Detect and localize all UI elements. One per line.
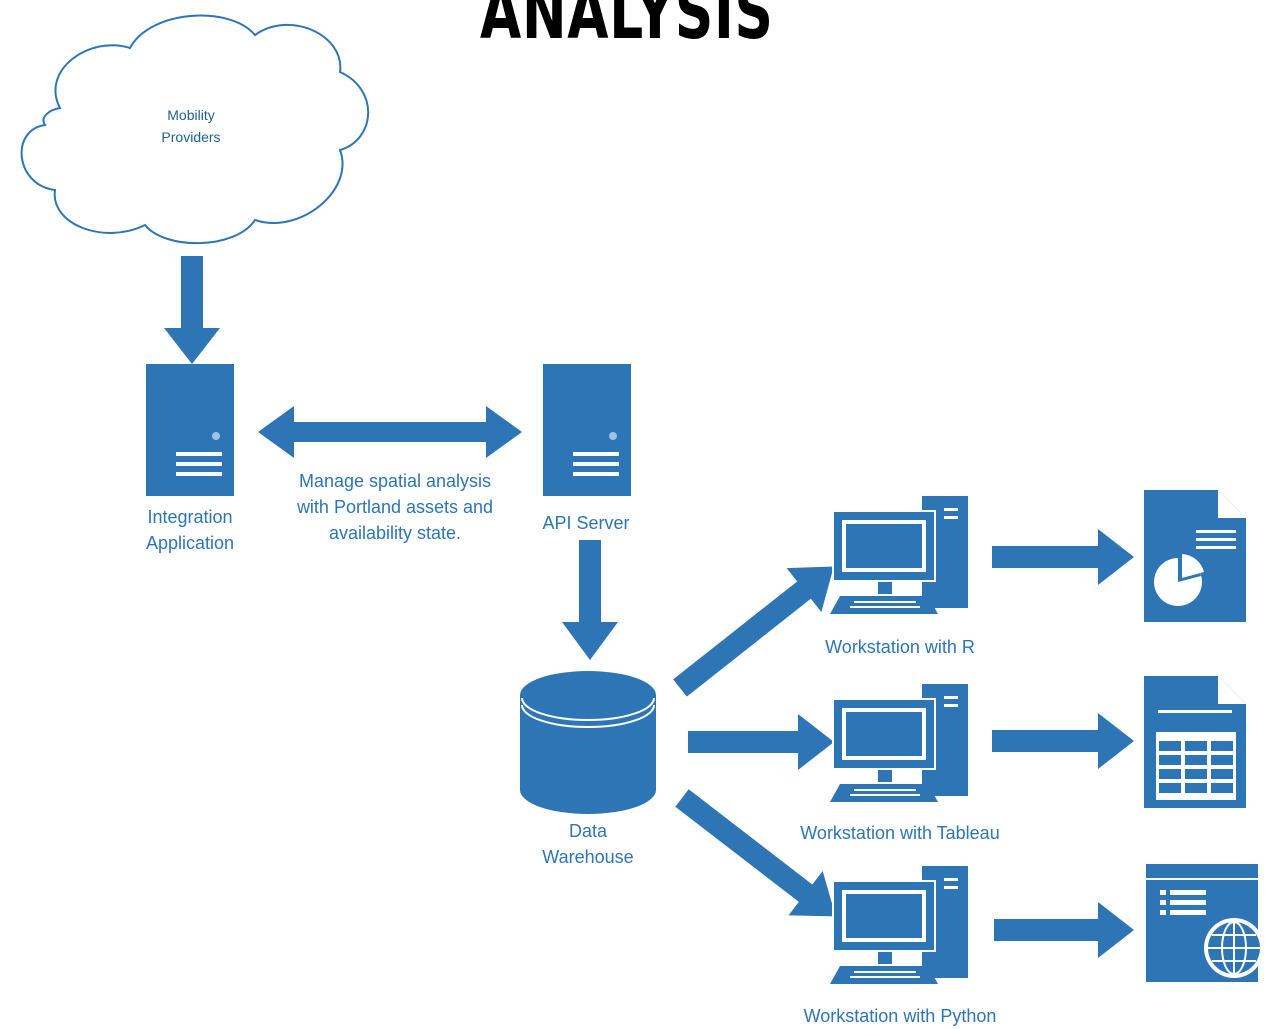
warehouse-label: Data Warehouse xyxy=(508,818,668,870)
api-server-label: API Server xyxy=(542,513,630,533)
integration-label-line-1: Integration xyxy=(147,507,233,527)
pie-chart-report-icon xyxy=(1144,490,1246,622)
arrow-cloud-to-integration xyxy=(164,256,220,364)
arrow-ws-tableau-to-sheet xyxy=(992,713,1134,769)
integration-label-line-2: Application xyxy=(145,533,235,553)
ws-python-label: Workstation with Python xyxy=(803,1006,997,1026)
cloud-label-line-1: Mobility xyxy=(167,107,215,123)
arrow-ws-python-to-web xyxy=(994,902,1134,958)
integration-server-icon xyxy=(146,364,234,496)
spreadsheet-icon xyxy=(1144,676,1246,808)
arrow-api-to-warehouse xyxy=(562,540,618,660)
cloud-icon xyxy=(20,14,370,245)
edge-label-line-1: Manage spatial analysis xyxy=(298,471,492,491)
diagram-arrows xyxy=(164,256,1134,958)
database-icon xyxy=(520,671,656,814)
arrow-ws-r-to-report xyxy=(992,529,1134,585)
arrow-warehouse-to-ws-tableau xyxy=(688,714,834,770)
diagram-title: ANALYSIS xyxy=(479,0,774,56)
workstation-tableau-icon xyxy=(830,684,968,802)
ws-r-label: Workstation with R xyxy=(825,637,975,657)
warehouse-label-line-1: Data xyxy=(568,821,608,841)
arrow-warehouse-to-ws-python xyxy=(675,789,836,917)
integration-label: Integration Application xyxy=(110,504,270,556)
web-app-icon xyxy=(1146,864,1264,982)
cloud-label-line-2: Providers xyxy=(161,129,221,145)
integration-api-edge-label: Manage spatial analysis with Portland as… xyxy=(270,468,520,546)
warehouse-label-line-2: Warehouse xyxy=(542,847,634,867)
workstation-python-icon xyxy=(830,866,968,984)
api-server-icon xyxy=(543,364,631,496)
workstation-r-icon xyxy=(830,496,968,614)
ws-tableau-label: Workstation with Tableau xyxy=(800,823,1000,843)
arrow-integration-api xyxy=(258,406,522,458)
edge-label-line-3: availability state. xyxy=(328,523,462,543)
edge-label-line-2: with Portland assets and xyxy=(296,497,494,517)
arrow-warehouse-to-ws-r xyxy=(673,566,834,697)
cloud-label: Mobility Providers xyxy=(136,104,246,148)
